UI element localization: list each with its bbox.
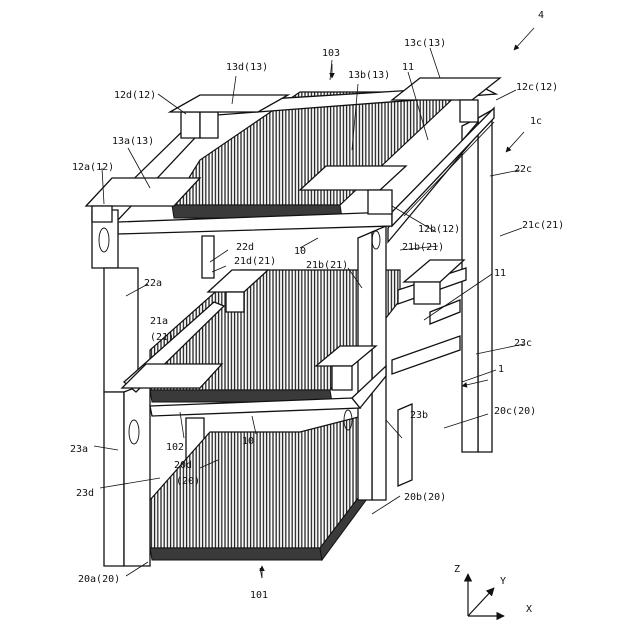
- axis-z-label: Z: [454, 564, 460, 575]
- label-12a: 12a(12): [72, 162, 114, 173]
- label-21b-b: 21b(21): [306, 260, 348, 271]
- label-13c: 13c(13): [404, 38, 446, 49]
- label-23b: 23b: [410, 410, 428, 421]
- label-21d: 21d(21): [234, 256, 276, 267]
- label-20d-1: 20d: [174, 460, 192, 471]
- label-12b: 12b(12): [418, 224, 460, 235]
- axis-indicator: Z Y X: [454, 564, 532, 616]
- label-23c: 23c: [514, 338, 532, 349]
- label-23d: 23d: [76, 488, 94, 499]
- label-23a: 23a: [70, 444, 88, 455]
- label-22a: 22a: [144, 278, 162, 289]
- label-21a-2: (21): [150, 332, 174, 343]
- label-22d: 22d: [236, 242, 254, 253]
- label-103: 103: [322, 48, 340, 59]
- label-13d: 13d(13): [226, 62, 268, 73]
- axis-x-label: X: [526, 604, 532, 615]
- figure-number: 4: [538, 10, 544, 21]
- label-21c: 21c(21): [522, 220, 564, 231]
- label-10-mid: 10: [242, 436, 254, 447]
- label-20a: 20a(20): [78, 574, 120, 585]
- label-21a-1: 21a: [150, 316, 168, 327]
- label-12c: 12c(12): [516, 82, 558, 93]
- label-11-mid: 11: [494, 268, 506, 279]
- label-1c: 1c: [530, 116, 542, 127]
- label-21b-a: 21b(21): [402, 242, 444, 253]
- label-11-top: 11: [402, 62, 414, 73]
- label-13a: 13a(13): [112, 136, 154, 147]
- label-13b: 13b(13): [348, 70, 390, 81]
- label-20d-2: (20): [176, 476, 200, 487]
- label-102: 102: [166, 442, 184, 453]
- label-20b: 20b(20): [404, 492, 446, 503]
- axis-y-label: Y: [500, 576, 506, 587]
- label-101: 101: [250, 590, 268, 601]
- label-22c: 22c: [514, 164, 532, 175]
- label-10-top: 10: [294, 246, 306, 257]
- label-1: 1: [498, 364, 504, 375]
- label-12d: 12d(12): [114, 90, 156, 101]
- label-20c: 20c(20): [494, 406, 536, 417]
